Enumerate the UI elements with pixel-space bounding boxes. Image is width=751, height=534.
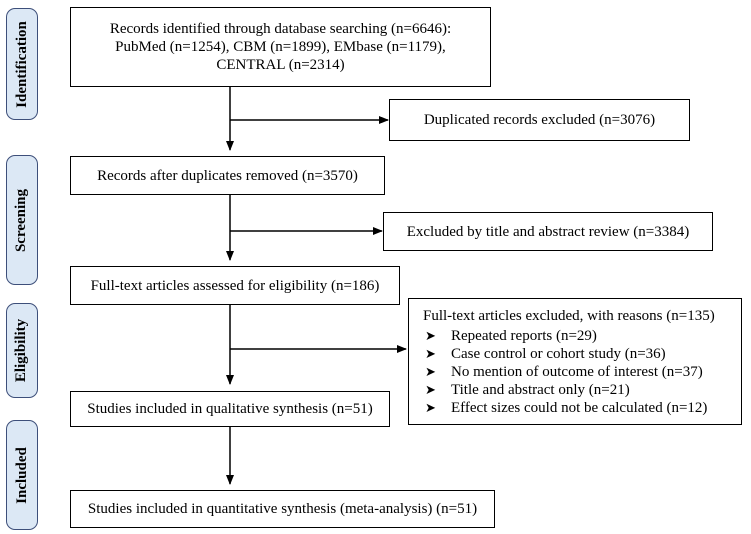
records-identified-line: PubMed (n=1254), CBM (n=1899), EMbase (n…: [115, 39, 446, 55]
list-item: ➤ No mention of outcome of interest (n=37…: [423, 363, 735, 381]
qualitative-synthesis-box: Studies included in qualitative synthesi…: [70, 391, 390, 427]
arrow-bullet-icon: ➤: [425, 346, 436, 361]
exclusion-reasons-list: ➤ Repeated reports (n=29) ➤ Case control o…: [423, 327, 735, 417]
arrow-bullet-icon: ➤: [425, 382, 436, 397]
reason-text: Title and abstract only (n=21): [451, 382, 630, 398]
fulltext-excluded-heading: Full-text articles excluded, with reason…: [423, 308, 715, 324]
records-identified-box: Records identified through database sear…: [70, 7, 491, 87]
arrow-bullet-icon: ➤: [425, 400, 436, 415]
fulltext-assessed-box: Full-text articles assessed for eligibil…: [70, 266, 400, 305]
stage-label: Identification: [13, 20, 30, 108]
stage-label: Included: [13, 446, 30, 504]
stage-included: Included: [6, 420, 38, 530]
reason-text: Repeated reports (n=29): [451, 328, 597, 344]
records-identified-line: CENTRAL (n=2314): [216, 57, 345, 73]
list-item: ➤ Repeated reports (n=29): [423, 327, 735, 345]
qualitative-synthesis-text: Studies included in qualitative synthesi…: [87, 401, 373, 417]
stage-label: Screening: [13, 188, 30, 252]
reason-text: No mention of outcome of interest (n=37): [451, 364, 703, 380]
quantitative-synthesis-box: Studies included in quantitative synthes…: [70, 490, 495, 528]
reason-text: Case control or cohort study (n=36): [451, 346, 666, 362]
list-item: ➤ Effect sizes could not be calculated (n…: [423, 399, 735, 417]
records-identified-line: Records identified through database sear…: [109, 21, 452, 37]
reason-text: Effect sizes could not be calculated (n=…: [451, 400, 708, 416]
stage-screening: Screening: [6, 155, 38, 285]
stage-eligibility: Eligibility: [6, 303, 38, 398]
fulltext-assessed-text: Full-text articles assessed for eligibil…: [90, 277, 380, 294]
list-item: ➤ Title and abstract only (n=21): [423, 381, 735, 399]
fulltext-excluded-box: Full-text articles excluded, with reason…: [408, 298, 742, 425]
title-abstract-excluded-text: Excluded by title and abstract review (n…: [406, 223, 690, 240]
duplicates-excluded-box: Duplicated records excluded (n=3076): [389, 99, 690, 141]
stage-identification: Identification: [6, 8, 38, 120]
duplicates-excluded-text: Duplicated records excluded (n=3076): [423, 112, 656, 128]
title-abstract-excluded-box: Excluded by title and abstract review (n…: [383, 212, 713, 251]
records-after-duplicates-text: Records after duplicates removed (n=3570…: [97, 167, 358, 184]
arrow-bullet-icon: ➤: [425, 328, 436, 343]
quantitative-synthesis-text: Studies included in quantitative synthes…: [87, 501, 478, 517]
list-item: ➤ Case control or cohort study (n=36): [423, 345, 735, 363]
records-after-duplicates-box: Records after duplicates removed (n=3570…: [70, 156, 385, 195]
arrow-bullet-icon: ➤: [425, 364, 436, 379]
stage-label: Eligibility: [13, 318, 30, 383]
